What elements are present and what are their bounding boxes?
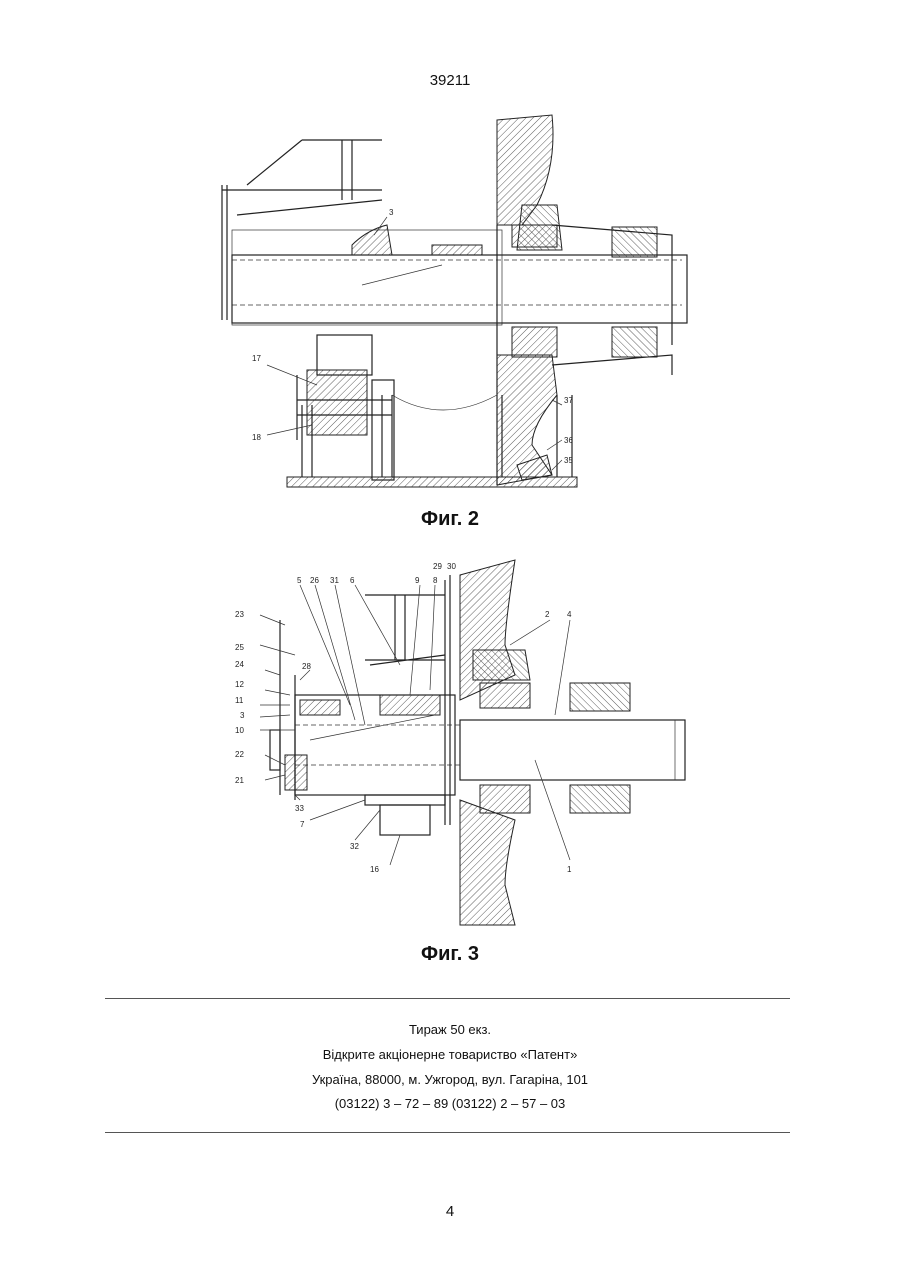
label-10: 10 [235, 726, 244, 735]
label-7: 7 [300, 820, 305, 829]
label-33: 33 [295, 804, 304, 813]
page-number: 4 [0, 1203, 900, 1220]
label-9: 9 [415, 576, 420, 585]
document-number: 39211 [0, 72, 900, 89]
label-6: 6 [350, 576, 355, 585]
label-16: 16 [370, 865, 379, 874]
imprint-phones: (03122) 3 – 72 – 89 (03122) 2 – 57 – 03 [0, 1096, 900, 1111]
figure-2-drawing: 3 17 18 37 36 35 [192, 105, 702, 505]
label-11: 11 [235, 696, 244, 705]
figure-3-drawing: 29 30 5 26 31 6 9 8 2 4 23 25 24 28 12 1… [205, 555, 695, 945]
figure-3-caption: Фиг. 3 [0, 943, 900, 966]
label-23: 23 [235, 610, 244, 619]
label-2: 2 [545, 610, 550, 619]
label-1: 1 [567, 865, 572, 874]
imprint-top-rule [105, 998, 790, 999]
label-36: 36 [564, 436, 573, 445]
label-35: 35 [564, 456, 573, 465]
imprint-bottom-rule [105, 1132, 790, 1133]
label-26: 26 [310, 576, 319, 585]
label-17: 17 [252, 354, 261, 363]
label-22: 22 [235, 750, 244, 759]
imprint-address: Україна, 88000, м. Ужгород, вул. Гагарін… [0, 1072, 900, 1087]
label-3b: 3 [240, 711, 245, 720]
label-29: 29 [433, 562, 442, 571]
label-8: 8 [433, 576, 438, 585]
label-3: 3 [389, 208, 394, 217]
label-5: 5 [297, 576, 302, 585]
imprint-circulation: Тираж 50 екз. [0, 1022, 900, 1037]
label-24: 24 [235, 660, 244, 669]
label-32: 32 [350, 842, 359, 851]
label-25: 25 [235, 643, 244, 652]
label-4: 4 [567, 610, 572, 619]
figure-2-caption: Фиг. 2 [0, 508, 900, 531]
label-28: 28 [302, 662, 311, 671]
label-21: 21 [235, 776, 244, 785]
label-31: 31 [330, 576, 339, 585]
label-18: 18 [252, 433, 261, 442]
imprint-publisher: Відкрите акціонерне товариство «Патент» [0, 1047, 900, 1062]
label-30: 30 [447, 562, 456, 571]
label-37: 37 [564, 396, 573, 405]
label-12: 12 [235, 680, 244, 689]
